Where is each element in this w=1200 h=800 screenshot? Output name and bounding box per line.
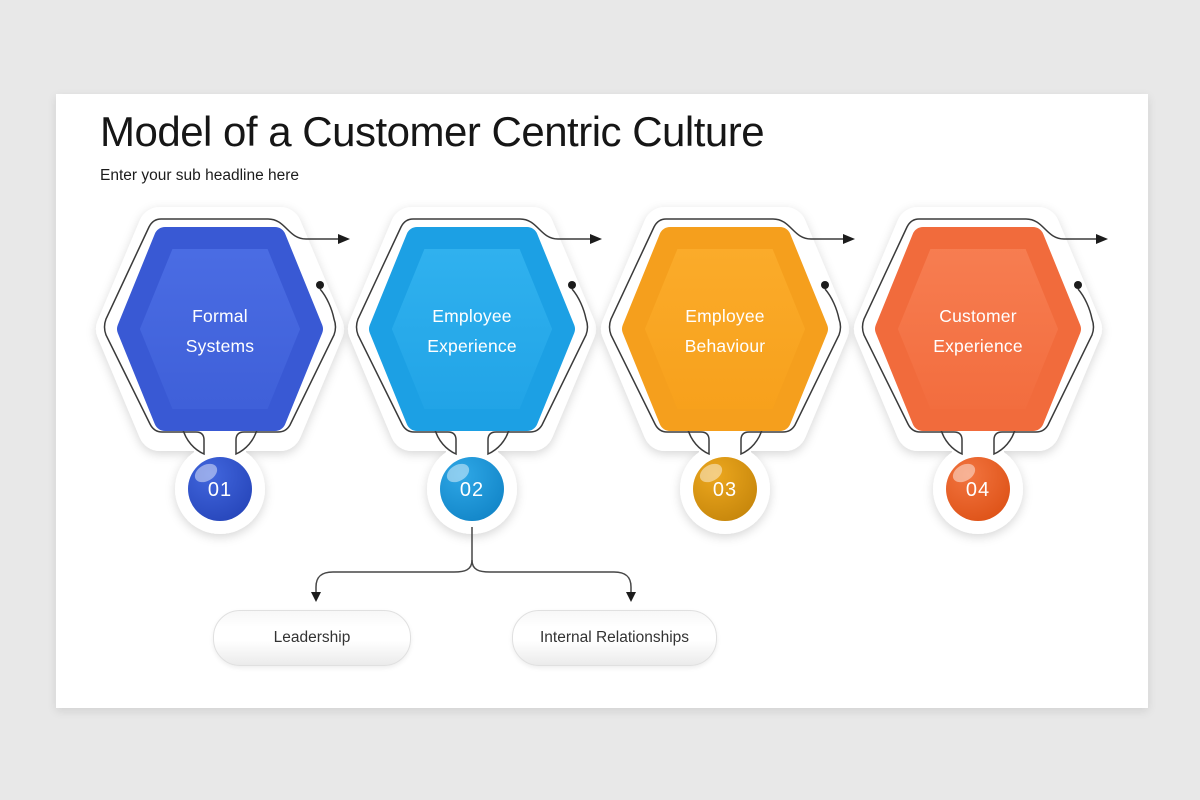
hexagon-label-line2: Systems	[186, 336, 255, 356]
branch-connector	[311, 527, 636, 602]
hexagon-shape[interactable]	[875, 227, 1081, 431]
down-arrow-icon	[626, 592, 636, 602]
hexagon-unit-3[interactable]: Employee Behaviour 03	[599, 207, 855, 551]
hexagon-label-line1: Employee	[432, 306, 511, 326]
flow-arrow-icon	[843, 234, 855, 244]
circle-gloss-highlight	[699, 463, 723, 483]
sub-node-label: Internal Relationships	[539, 629, 690, 646]
number-label: 03	[713, 479, 737, 501]
branch-line-right	[471, 559, 632, 593]
number-circle[interactable]	[440, 457, 504, 521]
number-circle[interactable]	[693, 457, 757, 521]
sub-node-leadership[interactable]: Leadership	[213, 610, 411, 666]
hexagon-unit-1[interactable]: Formal Systems 01	[94, 207, 350, 551]
hexagon-label-line2: Experience	[933, 336, 1023, 356]
hexagon-label-line2: Experience	[427, 336, 517, 356]
connector-dot-icon	[1074, 281, 1082, 289]
hexagon-label-line2: Behaviour	[685, 336, 766, 356]
branch-line-left	[315, 527, 473, 593]
connector-dot-icon	[316, 281, 324, 289]
hexagon-unit-2[interactable]: Employee Experience 02	[346, 207, 602, 551]
hexagon-shape[interactable]	[622, 227, 828, 431]
circle-gloss-highlight	[446, 463, 470, 483]
number-label: 02	[460, 479, 484, 501]
connector-dot-icon	[568, 281, 576, 289]
slide-subtitle: Enter your sub headline here	[100, 167, 300, 184]
hexagon-shape[interactable]	[117, 227, 323, 431]
hexagon-label-line1: Customer	[939, 306, 1016, 326]
number-label: 04	[966, 479, 990, 501]
hexagon-label-line1: Formal	[192, 306, 248, 326]
hexagon-label-line1: Employee	[685, 306, 764, 326]
circle-gloss-highlight	[194, 463, 218, 483]
flow-arrow-icon	[1096, 234, 1108, 244]
flow-arrow-icon	[590, 234, 602, 244]
flow-arrow-icon	[338, 234, 350, 244]
down-arrow-icon	[311, 592, 321, 602]
hexagon-shape[interactable]	[369, 227, 575, 431]
number-circle[interactable]	[946, 457, 1010, 521]
sub-node-label: Leadership	[273, 629, 351, 646]
connector-dot-icon	[821, 281, 829, 289]
slide-title: Model of a Customer Centric Culture	[100, 108, 765, 155]
circle-gloss-highlight	[952, 463, 976, 483]
sub-node-internal-relationships[interactable]: Internal Relationships	[512, 610, 717, 666]
slide-canvas: Model of a Customer Centric Culture Ente…	[56, 94, 1148, 708]
number-circle[interactable]	[188, 457, 252, 521]
hexagon-unit-4[interactable]: Customer Experience 04	[852, 207, 1108, 551]
number-label: 01	[208, 479, 232, 501]
